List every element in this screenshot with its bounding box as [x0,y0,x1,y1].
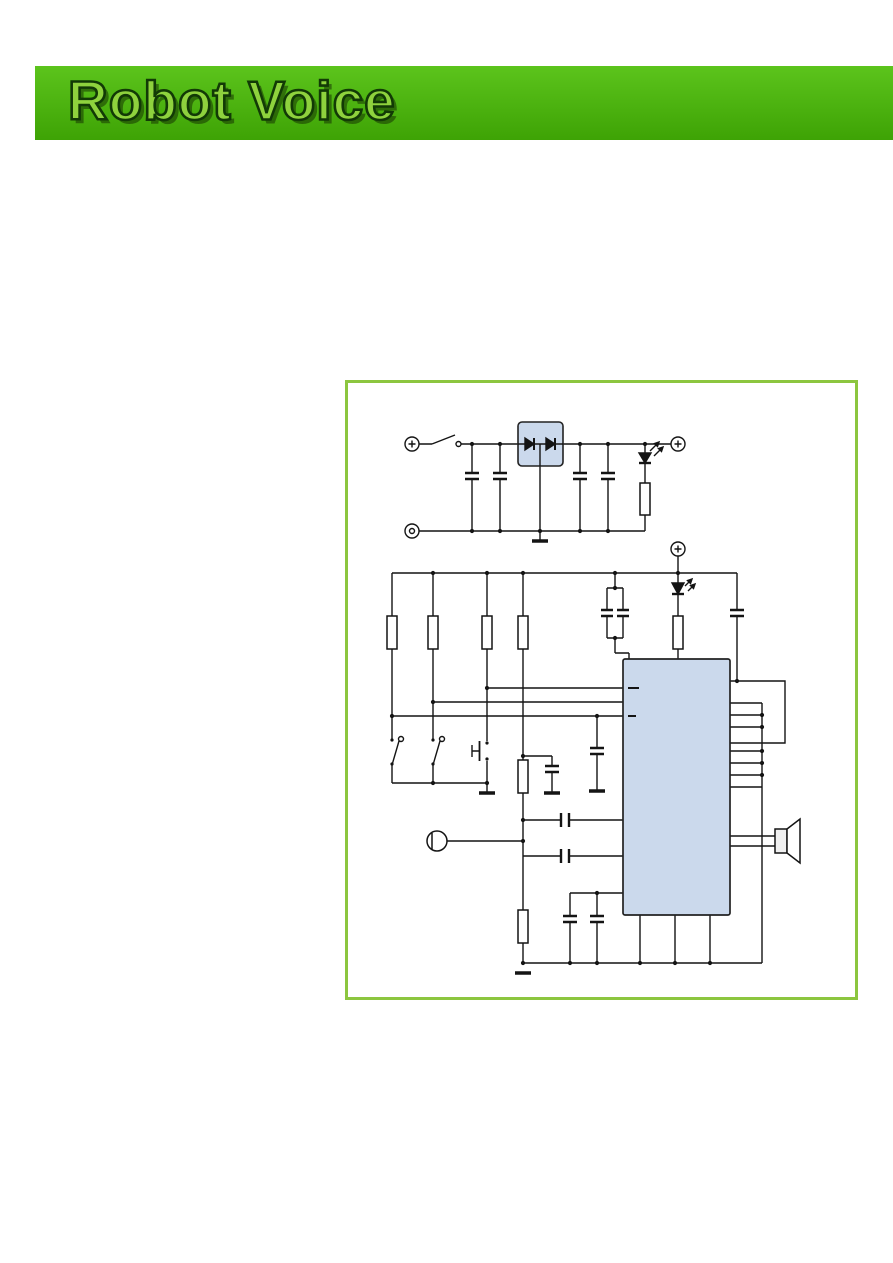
power-led-icon [637,440,665,465]
circuit-schematic [386,421,801,975]
supply-plus-terminal-icon [670,436,686,452]
coupling-capacitor-plates [559,813,571,863]
page-title: Robot Voice [67,68,396,133]
power-supply-section [404,421,686,543]
toggle-switch-1-icon [390,735,405,766]
power-switch-icon [431,434,462,448]
capacitor-plates [465,471,615,481]
main-wires [391,556,786,964]
main-ic [622,658,731,916]
zero-volt-terminal-icon [404,523,420,539]
resistor-body [639,482,651,516]
junction-dots [469,441,648,534]
title-banner: Robot Voice [35,66,893,140]
main-circuit-section [386,541,801,975]
toggle-switch-2-icon [431,735,446,766]
push-button-icon [471,741,489,761]
status-led-icon [670,577,697,596]
schematic-frame [345,380,858,1000]
circuit-plus-terminal-icon [670,541,686,557]
ground-icons [479,789,605,975]
power-wires [419,443,671,541]
resistor-bodies [386,615,684,944]
capacitor-plates [545,608,744,924]
speaker-icon [774,817,801,865]
voltage-regulator-icon [517,421,564,467]
battery-plus-terminal-icon [404,436,420,452]
junction-dots [389,570,765,966]
microphone-icon [426,830,448,852]
